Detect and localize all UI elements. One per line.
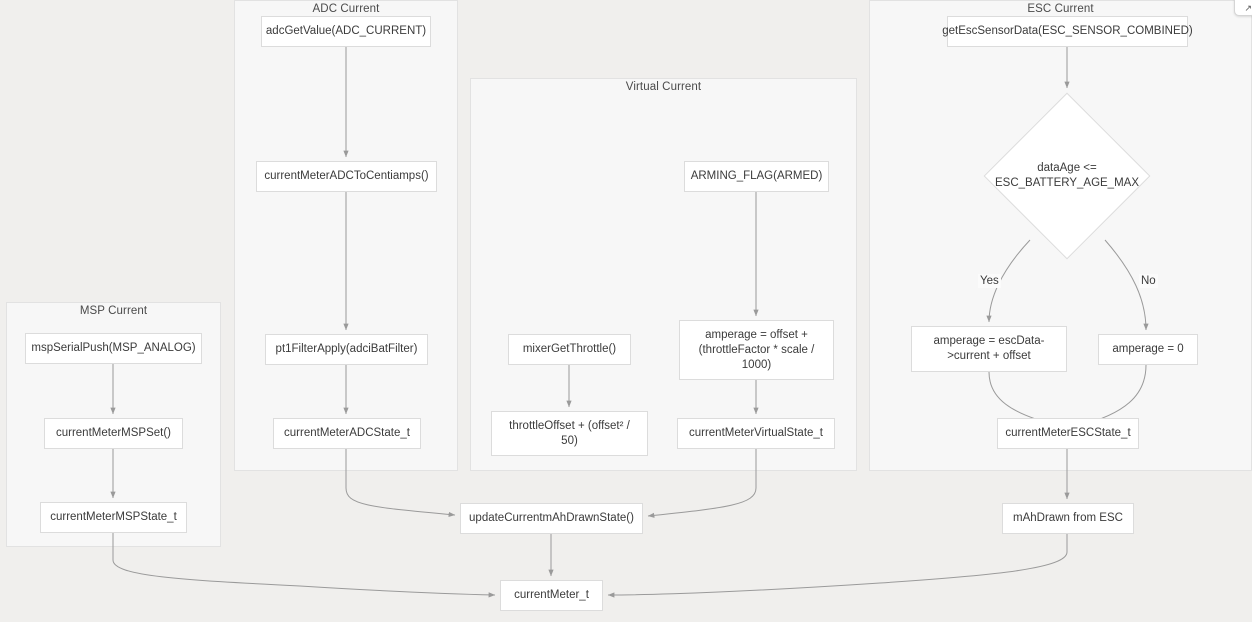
subgraph-adc-current: ADC Current	[234, 0, 458, 471]
subgraph-title-msp: MSP Current	[79, 305, 148, 317]
node-pt1-filter-apply[interactable]: pt1FilterApply(adciBatFilter)	[265, 334, 428, 365]
node-adc-get-value[interactable]: adcGetValue(ADC_CURRENT)	[261, 16, 431, 47]
node-current-meter-virtual-state[interactable]: currentMeterVirtualState_t	[677, 418, 835, 449]
node-current-meter-t[interactable]: currentMeter_t	[500, 580, 603, 611]
node-mah-drawn-from-esc[interactable]: mAhDrawn from ESC	[1002, 503, 1134, 534]
node-arming-flag-armed[interactable]: ARMING_FLAG(ARMED)	[684, 161, 829, 192]
expand-arrow-icon[interactable]: ↗	[1234, 0, 1252, 16]
subgraph-title-esc: ESC Current	[1027, 3, 1094, 15]
arrow-glyph: ↗	[1244, 3, 1252, 13]
subgraph-virtual-current: Virtual Current	[470, 78, 857, 471]
node-current-meter-adc-to-centiamps[interactable]: currentMeterADCToCentiamps()	[256, 161, 437, 192]
subgraph-title-virtual: Virtual Current	[625, 81, 702, 93]
decision-label: dataAge <= ESC_BATTERY_AGE_MAX	[994, 162, 1139, 189]
edge-label-yes: Yes	[978, 274, 1001, 288]
node-esc-amperage-zero[interactable]: amperage = 0	[1098, 334, 1198, 365]
node-current-meter-msp-set[interactable]: currentMeterMSPSet()	[44, 418, 183, 449]
node-current-meter-adc-state[interactable]: currentMeterADCState_t	[273, 418, 421, 449]
node-mixer-get-throttle[interactable]: mixerGetThrottle()	[508, 334, 631, 365]
node-get-esc-sensor-data[interactable]: getEscSensorData(ESC_SENSOR_COMBINED)	[942, 16, 1193, 47]
node-update-current-mah-drawn-state[interactable]: updateCurrentmAhDrawnState()	[460, 503, 643, 534]
subgraph-title-adc: ADC Current	[312, 3, 380, 15]
decision-data-age[interactable]: dataAge <= ESC_BATTERY_AGE_MAX	[983, 92, 1151, 260]
node-virtual-amperage-formula[interactable]: amperage = offset + (throttleFactor * sc…	[679, 320, 834, 380]
edge-label-no: No	[1139, 274, 1158, 288]
node-esc-amperage-from-escdata[interactable]: amperage = escData- >current + offset	[911, 326, 1067, 372]
node-msp-serial-push[interactable]: mspSerialPush(MSP_ANALOG)	[25, 333, 202, 364]
edge-mahesc-to-currentmeter	[607, 534, 1068, 598]
node-current-meter-esc-state[interactable]: currentMeterESCState_t	[997, 418, 1139, 449]
node-throttle-offset[interactable]: throttleOffset + (offset² / 50)	[491, 411, 648, 456]
node-current-meter-msp-state[interactable]: currentMeterMSPState_t	[40, 502, 187, 533]
